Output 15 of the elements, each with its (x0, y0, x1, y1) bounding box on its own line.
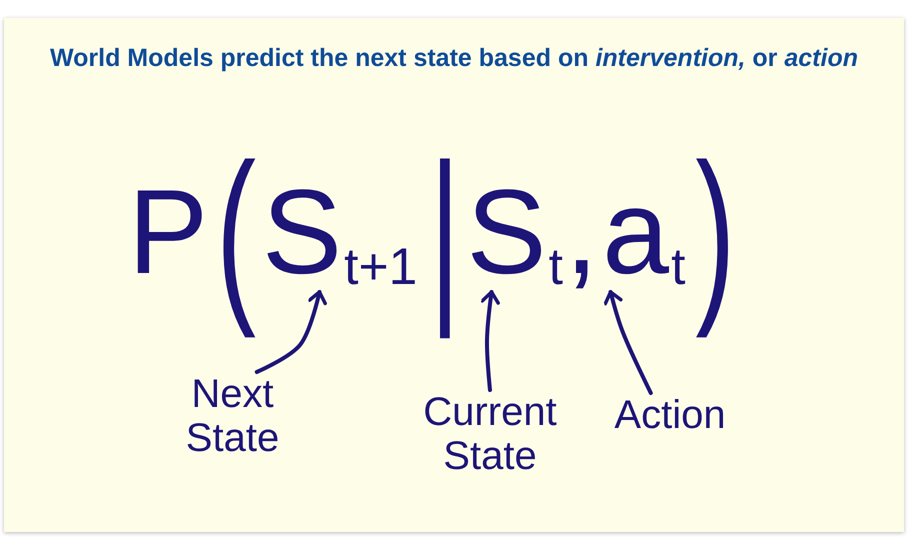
arrow (480, 290, 500, 392)
formula-term: S$_{t}$ (466, 172, 563, 292)
formula-symbol: ( (216, 124, 256, 342)
handwritten-label: Current State (420, 390, 560, 478)
arrow (604, 290, 653, 395)
formula-symbol: , (564, 164, 598, 301)
arrow (254, 290, 327, 374)
slide-title: World Models predict the next state based on intervention, or action (48, 44, 859, 73)
formula-symbol: P (128, 164, 208, 301)
formula-term: S$_{t+1}$ (262, 172, 418, 292)
handwritten-label: Action (610, 393, 730, 437)
handwritten-label: Next State (165, 372, 300, 460)
formula-symbol: | (429, 124, 460, 342)
formula-symbol: ) (695, 124, 736, 342)
formula-term: a$_{t}$ (602, 172, 686, 292)
